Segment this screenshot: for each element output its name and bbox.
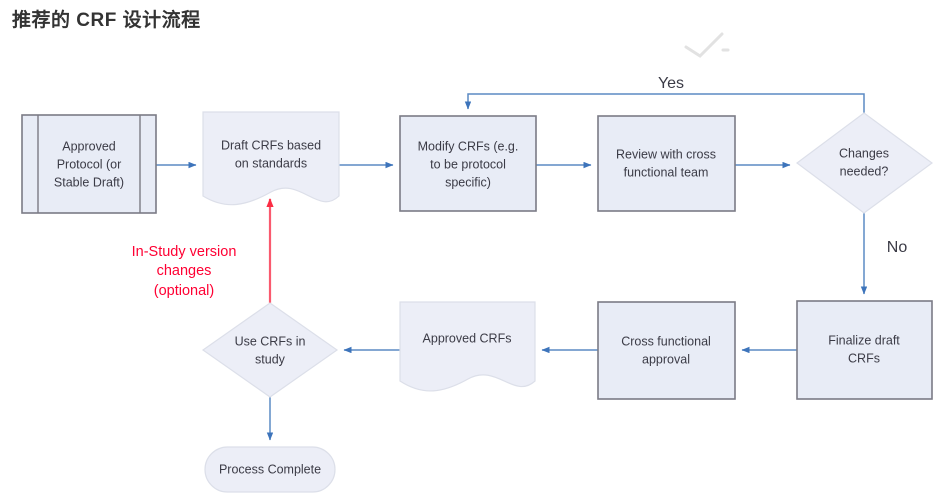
node-label: approval	[642, 352, 690, 366]
node-approved-protocol[interactable]: Approved Protocol (or Stable Draft)	[21, 114, 157, 214]
annotation-line: changes	[157, 263, 212, 279]
annotation-line: In-Study version	[132, 244, 237, 260]
node-process-complete[interactable]: Process Complete	[204, 446, 336, 493]
node-label: Review with cross	[616, 147, 716, 161]
edge-changes-needed-yes-to-modify-crfs	[464, 93, 865, 113]
node-label: Approved CRFs	[423, 331, 512, 345]
edge-label-no: No	[887, 239, 908, 256]
node-label: Finalize draft	[828, 333, 900, 347]
page-title: 推荐的 CRF 设计流程	[12, 10, 201, 31]
node-review-cross-functional[interactable]: Review with cross functional team	[597, 115, 736, 212]
node-label: Protocol (or	[57, 157, 122, 171]
node-cross-functional-approval[interactable]: Cross functional approval	[597, 301, 736, 400]
node-label: CRFs	[848, 351, 880, 365]
faint-checkmark-watermark	[684, 32, 730, 58]
node-label: Changes	[839, 146, 889, 160]
node-modify-crfs[interactable]: Modify CRFs (e.g. to be protocol specifi…	[399, 115, 537, 212]
node-label: Cross functional	[621, 334, 711, 348]
node-label: functional team	[624, 165, 709, 179]
node-label: Modify CRFs (e.g.	[418, 139, 519, 153]
node-label: on standards	[235, 156, 307, 170]
edge-label-yes: Yes	[658, 75, 684, 92]
node-label: needed?	[840, 164, 889, 178]
node-approved-crfs[interactable]: Approved CRFs	[399, 301, 536, 392]
node-label: specific)	[445, 175, 491, 189]
node-draft-crfs[interactable]: Draft CRFs based on standards	[202, 111, 340, 206]
annotation-in-study-version-changes: In-Study version changes (optional)	[132, 244, 237, 299]
node-use-crfs-in-study[interactable]: Use CRFs in study	[201, 302, 339, 398]
node-label: Stable Draft)	[54, 175, 124, 189]
node-label: Process Complete	[219, 462, 321, 476]
node-label: Approved	[62, 139, 116, 153]
node-label: Use CRFs in	[235, 334, 306, 348]
node-label: to be protocol	[430, 157, 506, 171]
node-finalize-draft-crfs[interactable]: Finalize draft CRFs	[796, 300, 933, 400]
node-label: study	[255, 352, 286, 366]
node-changes-needed[interactable]: Changes needed?	[795, 112, 934, 214]
node-label: Draft CRFs based	[221, 138, 321, 152]
annotation-line: (optional)	[154, 283, 214, 299]
